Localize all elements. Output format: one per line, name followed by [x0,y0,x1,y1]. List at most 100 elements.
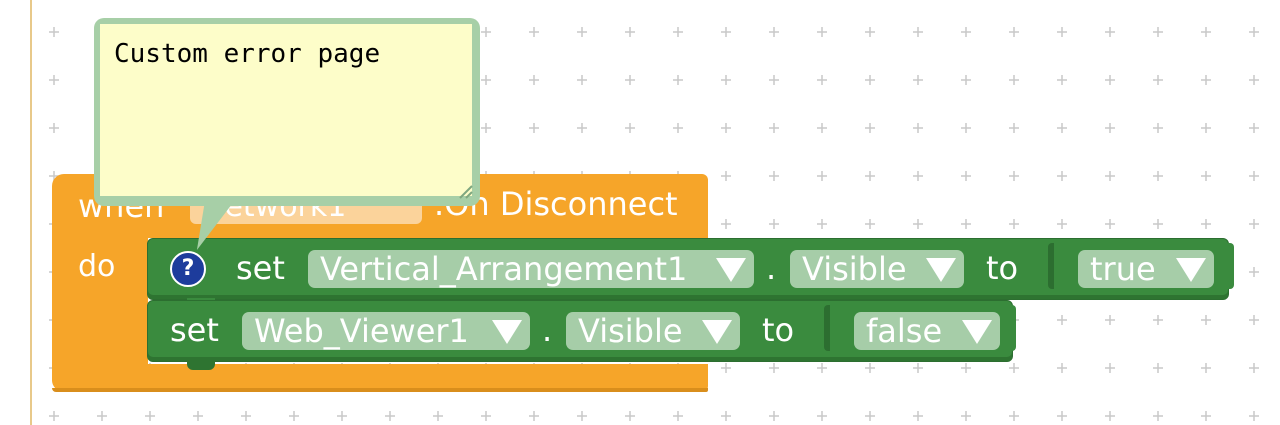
boolean-dropdown-false[interactable]: false [854,312,1000,350]
grid-mark [1105,27,1115,37]
grid-mark [1057,27,1067,37]
grid-mark [625,411,635,421]
grid-mark [865,123,875,133]
grid-mark [721,75,731,85]
grid-mark [433,411,443,421]
grid-mark [1201,315,1211,325]
grid-mark [1201,27,1211,37]
grid-mark [961,123,971,133]
comment-bubble[interactable]: Custom error page [94,18,480,206]
grid-mark [145,411,155,421]
grid-mark [1057,219,1067,229]
grid-mark [1201,123,1211,133]
grid-mark [529,75,539,85]
grid-mark [913,363,923,373]
grid-mark [961,75,971,85]
grid-mark [673,27,683,37]
chevron-down-icon[interactable] [926,258,956,282]
comment-text[interactable]: Custom error page [100,24,472,196]
grid-mark [625,75,635,85]
grid-mark [1105,219,1115,229]
grid-mark [1249,267,1259,277]
property-dropdown-visible[interactable]: Visible [790,250,964,288]
to-label: to [762,311,795,349]
grid-mark [721,27,731,37]
grid-mark [673,411,683,421]
grid-mark [1153,363,1163,373]
resize-grip-icon[interactable] [456,182,474,200]
grid-mark [865,27,875,37]
grid-mark [865,75,875,85]
grid-mark [1249,171,1259,181]
grid-mark [769,411,779,421]
grid-mark [1009,123,1019,133]
grid-mark [1249,411,1259,421]
component-name: Web_Viewer1 [254,312,469,350]
grid-mark [961,411,971,421]
property-name: Visible [578,312,683,350]
grid-mark [1201,75,1211,85]
grid-mark [1105,75,1115,85]
grid-mark [817,123,827,133]
grid-mark [193,411,203,421]
chevron-down-icon[interactable] [1176,258,1206,282]
grid-mark [817,75,827,85]
grid-mark [1153,75,1163,85]
grid-mark [1009,363,1019,373]
grid-mark [1105,315,1115,325]
grid-mark [769,363,779,373]
grid-mark [1105,411,1115,421]
grid-mark [337,411,347,421]
to-label: to [986,249,1019,287]
grid-mark [1153,123,1163,133]
grid-mark [769,171,779,181]
question-mark-icon[interactable]: ? [170,251,206,287]
grid-mark [625,27,635,37]
chevron-down-icon[interactable] [492,320,522,344]
set-block-vertical-arrangement[interactable]: set Vertical_Arrangement1 . Visible to t… [147,238,1234,300]
event-block-shadow [52,388,708,392]
grid-mark [1201,171,1211,181]
grid-mark [865,363,875,373]
grid-mark [385,411,395,421]
grid-mark [1201,411,1211,421]
grid-mark [289,411,299,421]
grid-mark [721,363,731,373]
component-dropdown-vertical-arrangement[interactable]: Vertical_Arrangement1 [308,250,754,288]
grid-mark [1105,363,1115,373]
grid-mark [865,219,875,229]
grid-mark [1249,363,1259,373]
grid-mark [529,27,539,37]
grid-mark [817,171,827,181]
chevron-down-icon[interactable] [962,320,992,344]
chevron-down-icon[interactable] [702,320,732,344]
grid-mark [1009,219,1019,229]
grid-mark [1153,171,1163,181]
grid-mark [913,219,923,229]
set-block-web-viewer[interactable]: set Web_Viewer1 . Visible to false [147,300,1016,362]
grid-mark [913,75,923,85]
grid-mark [529,123,539,133]
grid-mark [1105,171,1115,181]
grid-mark [1009,411,1019,421]
grid-mark [49,27,59,37]
component-dropdown-web-viewer[interactable]: Web_Viewer1 [242,312,530,350]
grid-mark [1153,315,1163,325]
grid-mark [577,123,587,133]
dot-label: . [542,311,553,349]
boolean-value: false [866,312,943,350]
grid-mark [577,75,587,85]
grid-mark [721,411,731,421]
grid-mark [769,27,779,37]
grid-mark [1057,75,1067,85]
grid-mark [1057,123,1067,133]
grid-mark [1009,75,1019,85]
property-dropdown-visible[interactable]: Visible [566,312,740,350]
grid-mark [673,123,683,133]
set-label: set [236,249,285,287]
boolean-dropdown-true[interactable]: true [1078,250,1214,288]
grid-mark [721,123,731,133]
chevron-down-icon[interactable] [716,258,746,282]
grid-mark [1153,411,1163,421]
